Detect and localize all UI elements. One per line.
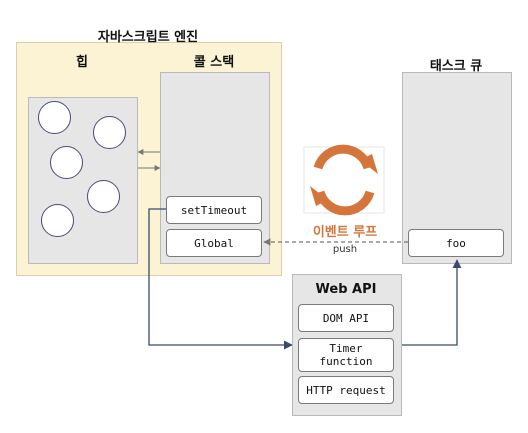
heap-title: 힙 [76, 55, 88, 70]
task-queue-title: 태스크 큐 [429, 59, 483, 74]
web-api-title: Web API [315, 282, 377, 297]
js-engine-title: 자바스크립트 엔진 [97, 30, 199, 45]
heap-object [93, 116, 126, 149]
webapi-to-taskqueue-arrow [393, 259, 462, 346]
event-loop-cycle-icon [303, 144, 385, 216]
push-label: push [332, 244, 358, 255]
web-api-timer: Timer function [298, 338, 394, 372]
web-api-http: HTTP request [298, 376, 394, 404]
event-loop-label: 이벤트 루프 [312, 225, 378, 240]
heap-object [50, 146, 83, 179]
stack-frame-global: Global [166, 229, 262, 257]
heap-object [87, 180, 120, 213]
stack-frame-settimeout: setTimeout [166, 196, 262, 224]
web-api-dom: DOM API [298, 304, 394, 332]
call-stack-title: 콜 스택 [193, 55, 235, 70]
heap-object [38, 101, 71, 134]
settimeout-to-webapi-arrow [148, 208, 293, 350]
task-foo: foo [408, 229, 504, 257]
heap-object [41, 204, 74, 237]
